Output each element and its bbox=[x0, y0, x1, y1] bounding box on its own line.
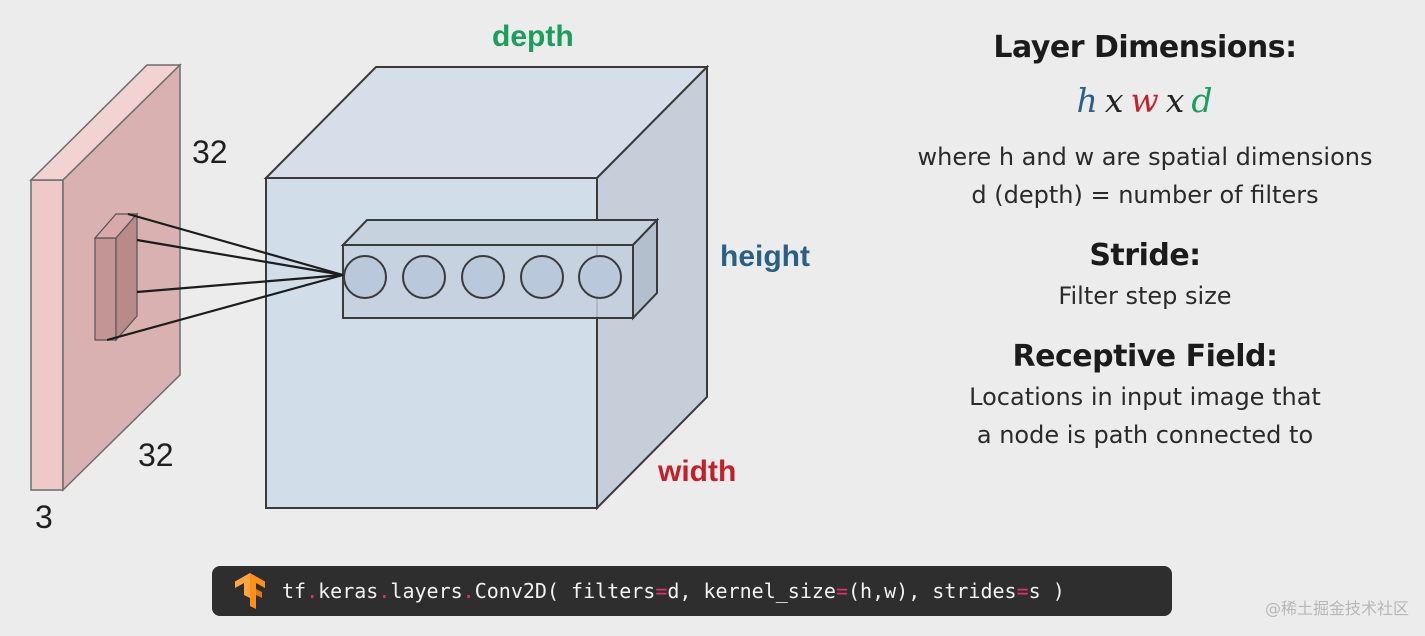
code-layers: layers bbox=[390, 579, 463, 603]
code-conv2d-call: Conv2D( filters bbox=[474, 579, 656, 603]
layer-dimensions-heading: Layer Dimensions: bbox=[993, 30, 1297, 65]
depth-label: depth bbox=[492, 20, 574, 53]
height-label: height bbox=[720, 240, 810, 273]
connection-lines bbox=[106, 212, 344, 342]
input-height-label: 32 bbox=[192, 134, 228, 170]
tensorflow-logo-icon bbox=[235, 573, 265, 609]
neuron-node bbox=[461, 255, 505, 299]
code-tf: tf bbox=[282, 579, 307, 603]
width-label: width bbox=[657, 455, 736, 488]
receptive-field-heading: Receptive Field: bbox=[1012, 339, 1278, 374]
code-kernel-value: (h,w), strides bbox=[848, 579, 1017, 603]
formula-d: d bbox=[1191, 81, 1214, 120]
input-channels-label: 3 bbox=[35, 499, 53, 535]
formula-times: x bbox=[1165, 81, 1186, 120]
neuron-node bbox=[578, 255, 622, 299]
formula-h: h bbox=[1076, 81, 1099, 120]
input-width-label: 32 bbox=[138, 437, 174, 473]
code-strides-value: s ) bbox=[1028, 579, 1065, 603]
stride-text: Filter step size bbox=[1058, 282, 1232, 310]
conv-layer-diagram: 32 32 3 depth height width bbox=[29, 20, 810, 535]
formula-times: x bbox=[1104, 81, 1125, 120]
spatial-dimensions-text: where h and w are spatial dimensions bbox=[917, 143, 1373, 171]
code-snippet-bar: tf.keras.layers.Conv2D( filters=d, kerne… bbox=[212, 566, 1172, 616]
receptive-field-text-2: a node is path connected to bbox=[976, 421, 1314, 449]
stride-heading: Stride: bbox=[1089, 238, 1201, 273]
neuron-column bbox=[340, 217, 660, 321]
neuron-node bbox=[520, 255, 564, 299]
receptive-field-patch bbox=[93, 212, 139, 342]
depth-definition-text: d (depth) = number of filters bbox=[971, 181, 1319, 209]
watermark: @稀土掘金技术社区 bbox=[1264, 599, 1409, 618]
code-filters-value: d, kernel_size bbox=[667, 579, 836, 603]
formula-w: w bbox=[1130, 81, 1160, 120]
receptive-field-text-1: Locations in input image that bbox=[969, 383, 1321, 411]
neuron-node bbox=[402, 255, 446, 299]
code-keras: keras bbox=[318, 579, 379, 603]
neuron-node bbox=[343, 255, 387, 299]
